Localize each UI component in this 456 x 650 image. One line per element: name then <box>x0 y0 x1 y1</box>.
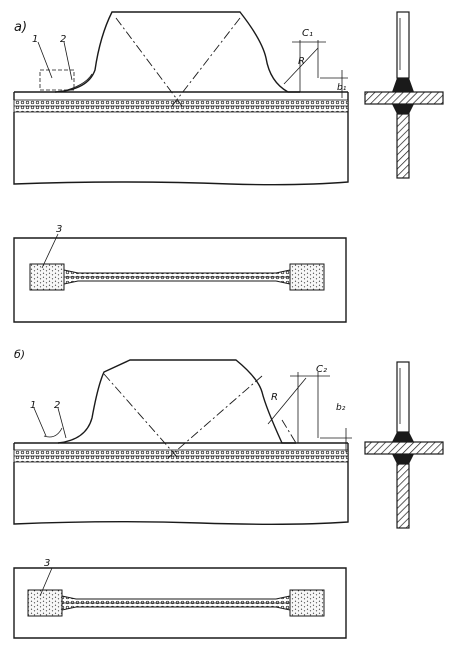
panel-a-callout-1: 1 <box>32 34 38 45</box>
panel-b-rib-profile <box>57 359 296 444</box>
panel-a-dim-c-label: C₁ <box>302 28 313 39</box>
panel-b-fillet-guide <box>281 419 297 444</box>
panel-a-label: a) <box>14 20 27 35</box>
panel-a-radius-leader <box>283 47 319 85</box>
panel-a-callout-2: 2 <box>60 34 66 45</box>
panel-b-leader-3 <box>39 567 53 597</box>
panel-b-axis-line-right <box>167 375 263 459</box>
panel-b-label: б) <box>14 348 25 361</box>
panel-a-leader-3 <box>41 233 59 269</box>
panel-b-leader-1 <box>33 407 47 437</box>
panel-b-dim-h-label: b₂ <box>336 403 346 413</box>
panel-b: б) C₂ R b₂ 1 2 <box>13 348 444 529</box>
panel-a-radius-label: R <box>298 56 305 67</box>
panel-a-right-runon <box>289 263 325 291</box>
panel-b-radius-label: R <box>271 392 278 403</box>
panel-b-plan-view: 3 <box>13 558 347 639</box>
panel-a-leader-1 <box>37 41 53 79</box>
panel-b-callout-3: 3 <box>44 558 50 569</box>
panel-b-transition-curve <box>43 427 63 438</box>
panel-b-cross-section <box>364 361 444 529</box>
panel-a-plan-view: 3 <box>13 224 347 323</box>
panel-a-left-runon <box>29 263 65 291</box>
panel-a-plan-outline <box>13 237 347 323</box>
panel-a-dim-h-label: b₁ <box>337 83 347 93</box>
panel-b-left-runon <box>27 589 63 617</box>
panel-a-axis-line-right <box>171 17 241 107</box>
panel-b-right-runon <box>289 589 325 617</box>
panel-a-transition-curve <box>59 73 93 93</box>
panel-b-leader-2 <box>57 407 67 439</box>
panel-a-callout-3: 3 <box>56 224 62 235</box>
panel-b-axis-line-left <box>103 373 179 459</box>
panel-a-leader-2 <box>63 41 73 81</box>
panel-b-callout-2: 2 <box>54 400 60 411</box>
panel-b-radius-leader <box>267 377 307 425</box>
panel-a-runon-tab <box>39 69 75 91</box>
panel-b-callout-1: 1 <box>30 400 36 411</box>
panel-a-axis-line-left <box>115 17 183 107</box>
panel-a-cross-section <box>364 11 444 179</box>
panel-a-rib-profile <box>54 11 300 93</box>
panel-b-dim-c-label: C₂ <box>316 364 327 375</box>
panel-a: a) C₁ R b₁ 1 2 <box>13 11 444 186</box>
panel-b-plan-outline <box>13 567 347 639</box>
